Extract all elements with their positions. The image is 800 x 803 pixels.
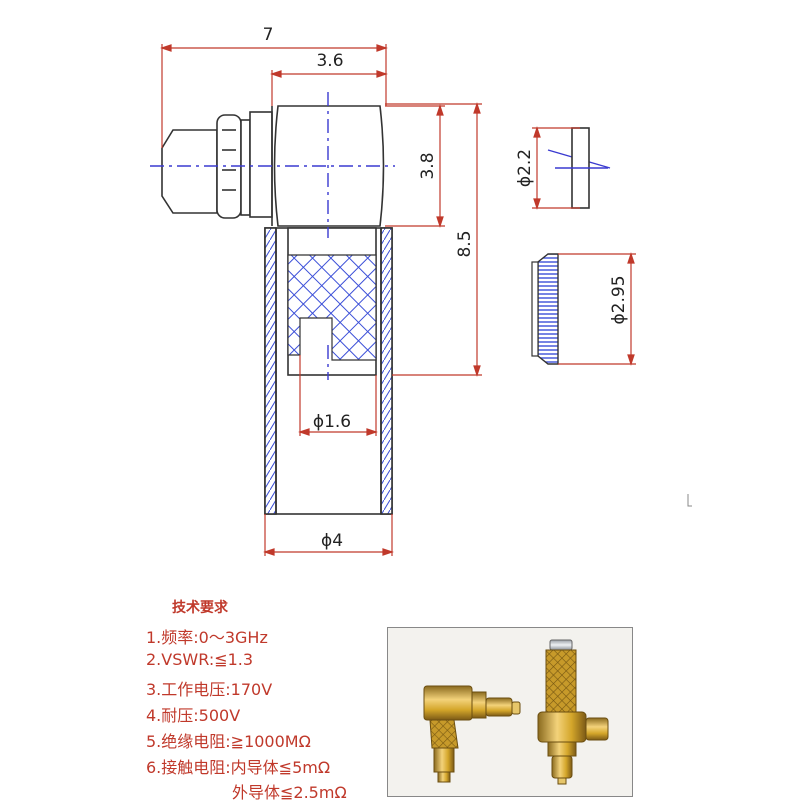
sleeve-wall-left: [264, 227, 277, 515]
dim-body-width: 3.6: [316, 51, 343, 71]
dim-nut-diameter: ϕ2.95: [609, 275, 629, 324]
sleeve-wall-right: [380, 227, 393, 515]
connector-photo-illustration: [388, 628, 632, 796]
photo-connector-right: [537, 639, 609, 785]
nut-part: [531, 253, 559, 365]
spec-item: 4.耐压:500V: [146, 706, 241, 725]
stray-mark: [687, 494, 692, 507]
spec-item: 3.工作电压:170V: [146, 680, 273, 699]
insulator-hatch: [287, 254, 377, 361]
dim-body-height: 3.8: [418, 152, 438, 179]
spec-item: 外导体≦2.5mΩ: [232, 783, 347, 802]
spec-item: 2.VSWR:≦1.3: [146, 650, 254, 669]
dim-total-width: 7: [263, 25, 274, 45]
plug-neck: [249, 111, 273, 218]
plug-tip: [161, 129, 218, 214]
photo-connector-left: [423, 685, 521, 783]
dim-sleeve-diameter: ϕ4: [321, 531, 343, 551]
spec-item: 6.接触电阻:内导体≦5mΩ: [146, 758, 331, 777]
connector-drawing: [161, 105, 393, 515]
dimension-labels: 7 3.6 3.8 8.5 ϕ2.2 ϕ2.95 ϕ1.6 ϕ4: [263, 25, 629, 551]
dim-inner-diameter: ϕ1.6: [313, 412, 351, 432]
pin-part: [555, 127, 608, 209]
spec-title: 技术要求: [172, 600, 228, 616]
plug-step: [240, 119, 251, 216]
spec-item: 5.绝缘电阻:≧1000MΩ: [146, 732, 311, 751]
product-photo: [387, 627, 633, 797]
body-block: [273, 105, 385, 227]
dim-pin-diameter: ϕ2.2: [515, 149, 535, 187]
dimension-lines: [160, 44, 636, 556]
dim-total-height: 8.5: [455, 230, 475, 257]
spec-item: 1.频率:0～3GHz: [146, 628, 268, 647]
